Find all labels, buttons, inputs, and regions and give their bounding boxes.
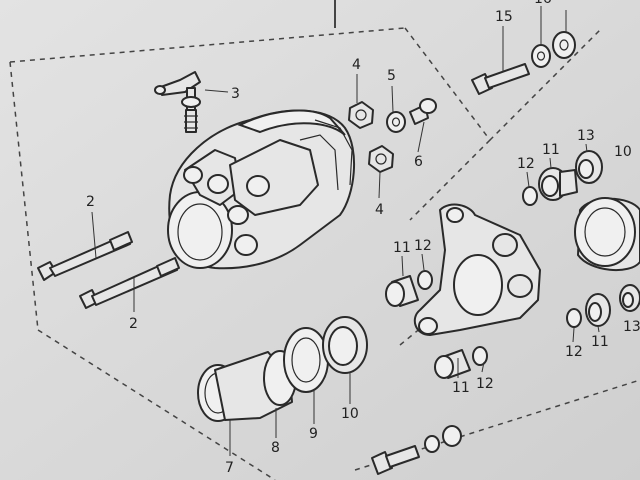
bolt-bottom — [371, 445, 420, 475]
mounting-bolt-upper — [37, 231, 133, 281]
callout-12-right: 12 — [565, 344, 583, 360]
nut-lower — [368, 145, 394, 173]
callout-10-bottom: 10 — [341, 406, 359, 422]
callout-12-center: 12 — [414, 238, 432, 254]
callout-11-right: 11 — [591, 334, 609, 350]
bushing-13-top — [575, 150, 603, 184]
caliper-bracket — [413, 203, 541, 336]
bushing-11-right — [585, 293, 611, 327]
washer-5 — [386, 111, 406, 133]
callout-numbers: 15 16 3 4 5 6 4 2 2 13 10 12 11 11 12 12… — [86, 0, 640, 476]
leader-lines — [91, 6, 600, 456]
bolt-15 — [471, 63, 530, 95]
callout-10-right: 10 — [614, 144, 632, 160]
callout-4-lower: 4 — [375, 202, 384, 218]
bushing-11-center — [385, 275, 419, 307]
bushing-11-bottom — [434, 349, 471, 379]
ring-12-top — [522, 186, 538, 206]
callout-2-upper: 2 — [86, 194, 95, 210]
callout-9: 9 — [309, 426, 318, 442]
nut-upper — [348, 101, 374, 129]
callout-12-bottom: 12 — [476, 376, 494, 392]
callout-5: 5 — [387, 68, 396, 84]
bushing-13-right — [619, 284, 640, 312]
boot-10-right — [574, 197, 640, 272]
callout-12-top: 12 — [517, 156, 535, 172]
washer-bottom-a — [424, 435, 440, 453]
callout-13-top: 13 — [577, 128, 595, 144]
callout-11-center: 11 — [393, 240, 411, 256]
washer-16a — [531, 44, 551, 68]
ring-12-center — [417, 270, 433, 290]
diagram-frame — [9, 0, 640, 480]
callout-2-lower: 2 — [129, 316, 138, 332]
callout-11-top: 11 — [542, 142, 560, 158]
callout-15: 15 — [495, 9, 513, 25]
callout-7: 7 — [225, 460, 234, 476]
callout-8: 8 — [271, 440, 280, 456]
bushing-11-top — [538, 167, 578, 201]
callout-6: 6 — [414, 154, 423, 170]
callout-11-bottom: 11 — [452, 380, 470, 396]
bolt-6 — [409, 98, 437, 125]
ring-12-right — [566, 308, 582, 328]
callout-16: 16 — [534, 0, 552, 7]
caliper-housing — [167, 109, 356, 270]
washer-bottom-b — [442, 425, 462, 447]
callout-4-upper: 4 — [352, 57, 361, 73]
bleeder-valve — [154, 71, 201, 133]
washer-16b — [552, 31, 576, 59]
callout-13-right: 13 — [623, 319, 640, 335]
retaining-ring-10 — [322, 316, 368, 374]
dust-boot-9 — [283, 327, 329, 393]
callout-3: 3 — [231, 86, 240, 102]
ring-12-bottom — [472, 346, 488, 366]
